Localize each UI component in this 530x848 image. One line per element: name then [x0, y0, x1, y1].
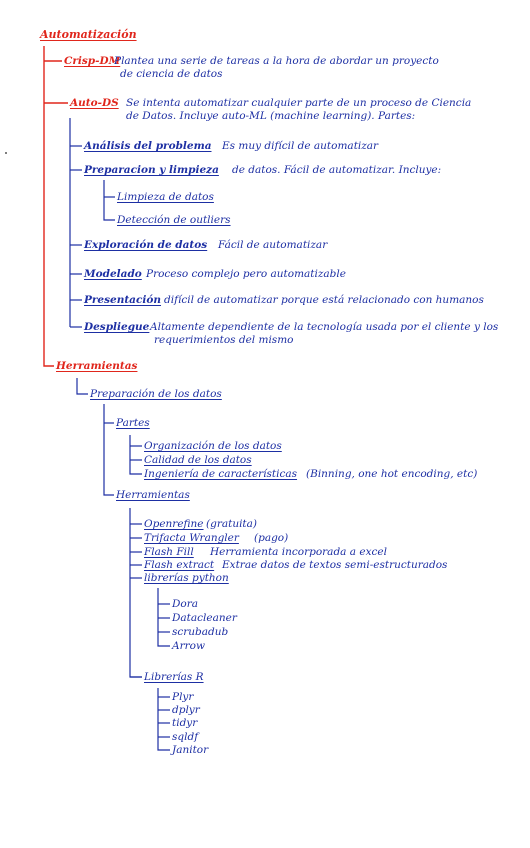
- auto-text-2: de Datos. Incluye auto-ML (machine learn…: [126, 110, 416, 122]
- preparacion-item: Detección de outliers: [117, 214, 231, 226]
- python-lib: Dora: [172, 598, 199, 610]
- stray-dot: [5, 152, 7, 154]
- modelado-label: Modelado: [84, 268, 142, 280]
- tool-text: Herramienta incorporada a excel: [210, 546, 387, 558]
- tool-label: librerías python: [144, 572, 229, 584]
- connector-herr: [76, 378, 88, 395]
- python-lib: scrubadub: [172, 626, 229, 638]
- page-title: Automatización: [40, 28, 137, 41]
- tool-label: Flash Fill: [144, 546, 194, 558]
- herramientas-label: Herramientas: [56, 360, 138, 372]
- r-label: Librerías R: [144, 671, 204, 683]
- crisp-text-2: de ciencia de datos: [120, 68, 223, 80]
- partes-item: Organización de los datos: [144, 440, 282, 452]
- auto-label: Auto-DS: [70, 97, 119, 109]
- tool-label: Flash extract: [144, 559, 215, 571]
- partes-item: Ingeniería de características: [144, 468, 298, 480]
- tools-label: Herramientas: [116, 489, 190, 501]
- connector-prep: [103, 180, 115, 221]
- presentacion-text: difícil de automatizar porque está relac…: [164, 294, 484, 306]
- auto-text: Se intenta automatizar cualquier parte d…: [126, 97, 472, 109]
- python-lib: Arrow: [172, 640, 205, 652]
- tool-text: (pago): [254, 532, 289, 544]
- connector-partes: [129, 435, 142, 475]
- prep-datos-label: Preparación de los datos: [90, 388, 222, 400]
- preparacion-text: de datos. Fácil de automatizar. Incluye:: [232, 164, 442, 176]
- connector-prep-datos: [103, 404, 114, 496]
- python-lib: Datacleaner: [172, 612, 237, 624]
- despliegue-text: Altamente dependiente de la tecnología u…: [150, 321, 499, 333]
- connector-main: [43, 46, 54, 367]
- connector-tools: [129, 508, 142, 678]
- crisp-text: Plantea una serie de tareas a la hora de…: [114, 55, 439, 67]
- modelado-text: Proceso complejo pero automatizable: [146, 268, 346, 280]
- r-lib: dplyr: [172, 704, 200, 716]
- despliegue-text-2: requerimientos del mismo: [154, 334, 294, 346]
- r-lib: Janitor: [172, 744, 209, 756]
- partes-note: (Binning, one hot encoding, etc): [306, 468, 478, 480]
- r-lib: Plyr: [172, 691, 194, 703]
- analisis-label: Análisis del problema: [84, 140, 212, 152]
- despliegue-label: Despliegue: [84, 321, 150, 333]
- partes-label: Partes: [116, 417, 150, 429]
- partes-item: Calidad de los datos: [144, 454, 252, 466]
- preparacion-label: Preparacion y limpieza: [84, 164, 219, 176]
- tool-text: (gratuita): [206, 518, 258, 530]
- r-lib: tidyr: [172, 717, 198, 729]
- crisp-label: Crisp-DM: [64, 55, 121, 67]
- exploracion-label: Exploración de datos: [84, 239, 208, 251]
- tool-label: Openrefine: [144, 518, 204, 530]
- analisis-text: Es muy difícil de automatizar: [222, 140, 379, 152]
- presentacion-label: Presentación: [84, 294, 162, 306]
- connector-python: [157, 588, 170, 647]
- tool-label: Trifacta Wrangler: [144, 532, 239, 544]
- tool-text: Extrae datos de textos semi-estructurado…: [222, 559, 448, 571]
- preparacion-item: Limpieza de datos: [117, 191, 214, 203]
- r-lib: sqldf: [172, 731, 199, 743]
- exploracion-text: Fácil de automatizar: [218, 239, 328, 251]
- connector-r: [157, 688, 170, 751]
